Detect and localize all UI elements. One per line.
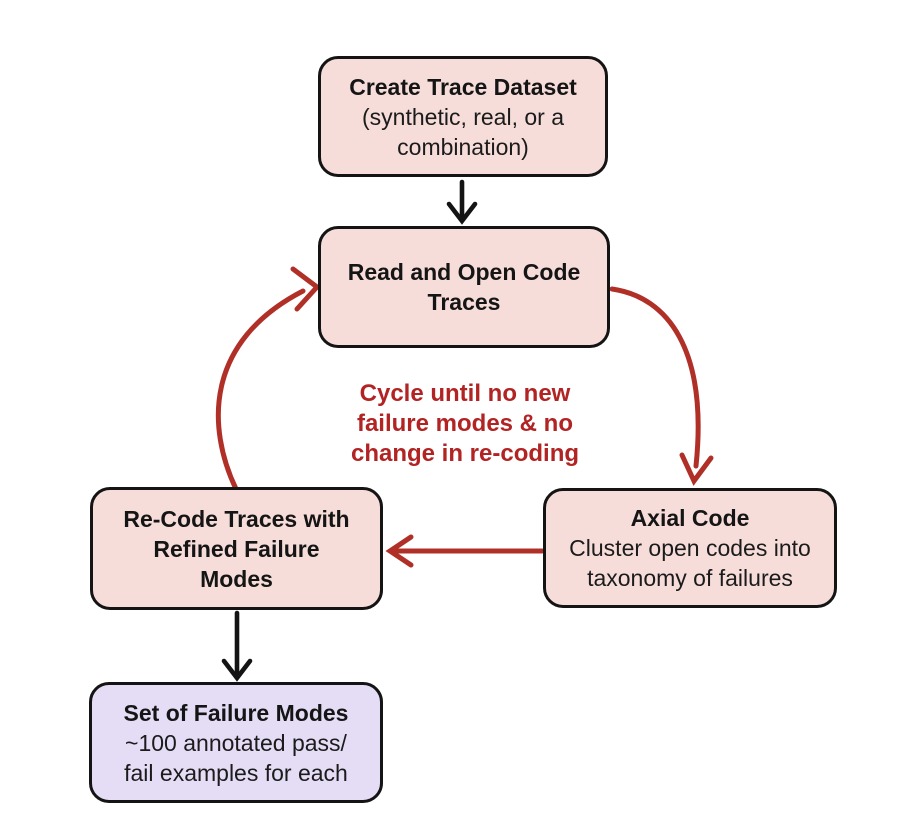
node-read-and-open-code-traces: Read and Open Code Traces bbox=[318, 226, 610, 348]
arrow-read-to-axial bbox=[609, 286, 714, 486]
node-axial-code: Axial Code Cluster open codes into taxon… bbox=[543, 488, 837, 608]
arrow-recode-to-read bbox=[215, 266, 321, 492]
node-title: Set of Failure Modes bbox=[123, 699, 349, 726]
arrow-recode-to-set bbox=[221, 610, 253, 682]
node-create-trace-dataset: Create Trace Dataset (synthetic, real, o… bbox=[318, 56, 608, 177]
cycle-note-label: Cycle until no new failure modes & no ch… bbox=[350, 380, 580, 467]
arrow-create-to-read bbox=[446, 179, 478, 225]
arrow-head-icon bbox=[446, 201, 478, 225]
arrow-shaft bbox=[215, 288, 306, 492]
node-title: Axial Code bbox=[630, 505, 750, 531]
node-title: Re-Code Traces with Refined Failure Mode… bbox=[123, 505, 350, 592]
node-recode-traces: Re-Code Traces with Refined Failure Mode… bbox=[90, 487, 383, 610]
node-subtitle: ~100 annotated pass/ fail examples for e… bbox=[124, 729, 348, 786]
node-set-of-failure-modes: Set of Failure Modes ~100 annotated pass… bbox=[89, 682, 383, 803]
arrow-axial-to-recode bbox=[385, 534, 545, 568]
node-subtitle: (synthetic, real, or a combination) bbox=[362, 103, 564, 160]
node-title: Read and Open Code Traces bbox=[347, 259, 581, 315]
node-subtitle: Cluster open codes into taxonomy of fail… bbox=[569, 535, 811, 591]
arrow-head-icon bbox=[221, 658, 253, 682]
arrow-head-icon bbox=[290, 266, 321, 312]
arrow-head-icon bbox=[679, 452, 714, 486]
node-title: Create Trace Dataset bbox=[349, 73, 577, 100]
arrow-head-icon bbox=[385, 534, 414, 568]
arrow-shaft bbox=[609, 286, 701, 469]
